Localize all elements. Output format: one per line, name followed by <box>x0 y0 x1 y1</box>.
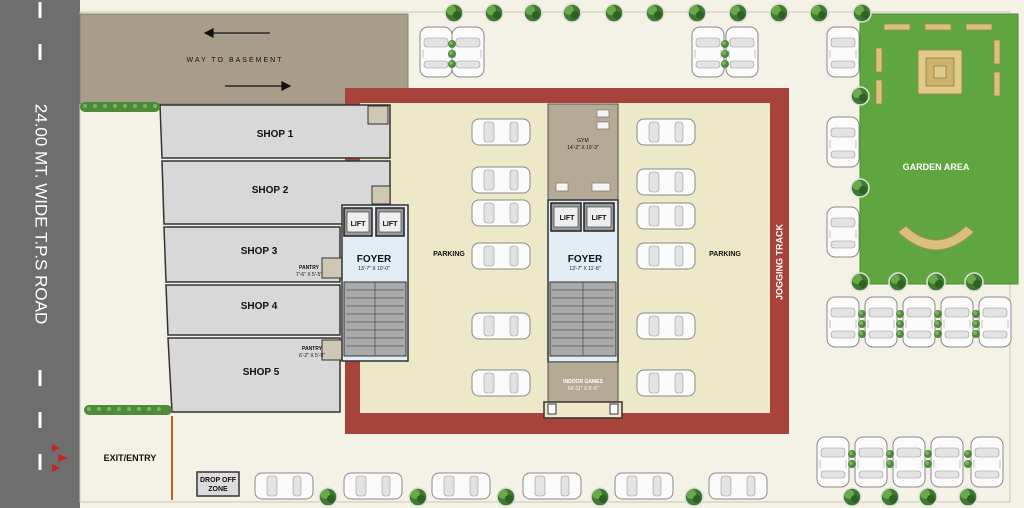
drop-off-line-2: ZONE <box>208 486 228 493</box>
entry-arrows <box>52 444 68 472</box>
core-right-lift-1-label: LIFT <box>560 215 575 222</box>
core-left-foyer-size: 13'-7" X 10'-0" <box>358 266 390 272</box>
ramp-arrows <box>203 28 292 91</box>
basement-ramp-label: WAY TO BASEMENT <box>187 57 284 64</box>
gym-title: GYM <box>577 138 588 144</box>
parking-right-label: PARKING <box>709 251 741 258</box>
indoor-games-title: INDOOR GAMES <box>563 379 603 385</box>
shop-2-label: SHOP 2 <box>252 185 289 196</box>
shop-3-label: SHOP 3 <box>241 246 278 257</box>
exit-entry-label: EXIT/ENTRY <box>104 453 157 463</box>
road-label: 24.00 MT. WIDE T.P.S ROAD <box>32 104 51 324</box>
pantry-b-title: PANTRY <box>302 346 323 352</box>
drop-off-zone <box>196 471 240 497</box>
core-right-foyer-title: FOYER <box>568 254 603 265</box>
shop-5 <box>167 337 341 413</box>
jogging-track-label: JOGGING TRACK <box>774 224 784 301</box>
shop-1 <box>159 104 391 159</box>
gym-size: 14'-2" X 19'-3" <box>567 145 599 151</box>
drop-off-line-1: DROP OFF <box>200 477 237 484</box>
shop-3 <box>163 226 341 283</box>
core-right <box>543 103 623 419</box>
garden <box>859 13 1019 285</box>
shop-5-label: SHOP 5 <box>243 367 280 378</box>
core-right-lift-2-label: LIFT <box>592 215 607 222</box>
indoor-games-size: 14'-11" X 5'-6" <box>567 386 598 392</box>
shop-4 <box>165 284 341 336</box>
core-left-lift-1-label: LIFT <box>351 221 366 228</box>
service-rooms <box>321 105 391 361</box>
core-left <box>341 204 409 362</box>
shops-block <box>159 104 391 413</box>
core-right-foyer-size: 13'-7" X 11'-8" <box>569 266 600 272</box>
core-left-lift-2-label: LIFT <box>383 221 398 228</box>
pantry-b-size: 6'-2" X 5'-5" <box>299 353 325 359</box>
garden-label: GARDEN AREA <box>903 162 970 172</box>
pantry-a-title: PANTRY <box>299 265 320 271</box>
core-left-foyer-title: FOYER <box>357 254 392 265</box>
shop-1-label: SHOP 1 <box>257 129 294 140</box>
parking-left-label: PARKING <box>433 251 465 258</box>
pantry-a-size: 7'-6" X 5'-5" <box>296 272 322 278</box>
shop-4-label: SHOP 4 <box>241 301 278 312</box>
